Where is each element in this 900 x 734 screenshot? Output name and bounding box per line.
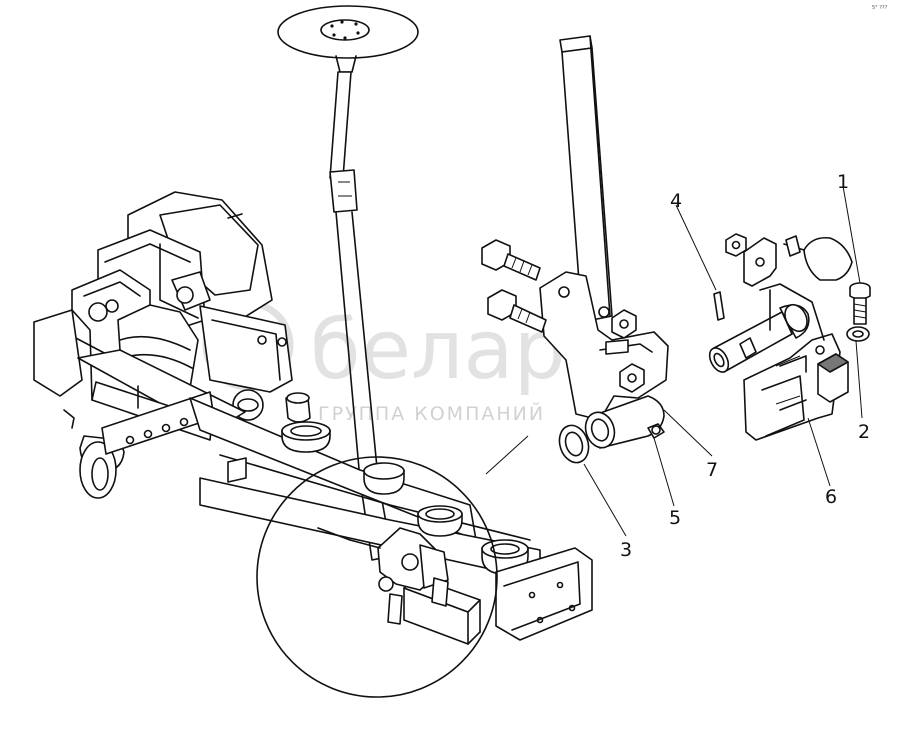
corner-mark: 5° ??? — [872, 5, 888, 11]
callout-7: 7 — [706, 459, 718, 481]
bolt-upper — [481, 239, 541, 281]
bracket-6 — [743, 237, 849, 441]
shaft — [708, 303, 810, 373]
steering-column — [329, 71, 393, 561]
rubber-buffer — [783, 235, 853, 281]
nut-bracket — [725, 233, 747, 257]
callout-3: 3 — [620, 539, 632, 561]
tractor-engine — [71, 191, 311, 423]
grease-nipple-5 — [647, 423, 665, 439]
callout-4: 4 — [670, 190, 682, 212]
bolt-1 — [849, 282, 871, 325]
bolt-lower — [487, 289, 547, 333]
nut-upper — [611, 309, 637, 339]
callout-2: 2 — [858, 421, 870, 443]
callout-5: 5 — [669, 507, 681, 529]
washer-2 — [846, 326, 870, 342]
callouts: 1 2 3 4 5 6 7 — [620, 171, 870, 561]
steering-wheel — [277, 5, 419, 73]
pin-4 — [713, 291, 725, 321]
nut-lower — [619, 363, 645, 393]
watermark-tagline: ГРУППА КОМПАНИЙ — [318, 402, 545, 425]
callout-1: 1 — [837, 171, 849, 193]
leader-lines — [583, 185, 863, 537]
ring-3 — [558, 424, 590, 464]
callout-6: 6 — [825, 486, 837, 508]
detail-zoom — [256, 435, 529, 698]
bushing-7 — [584, 395, 665, 449]
